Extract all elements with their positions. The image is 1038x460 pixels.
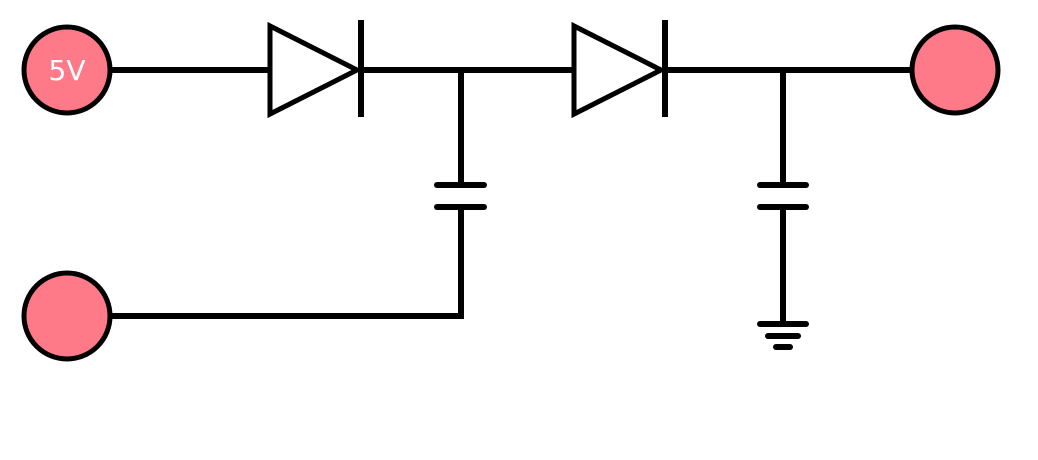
diode-icon [571,20,668,119]
terminal-input-label: 5V [49,54,86,87]
ground-symbol [757,321,809,350]
capacitor-icon [757,182,809,210]
capacitor-2 [757,182,809,210]
terminal-input: 5V [21,24,113,116]
diode-2 [571,20,668,119]
terminal-input-circle [21,24,113,116]
diode-icon [267,20,364,119]
wires [110,67,912,324]
diode-1 [267,20,364,119]
capacitor-icon [434,182,487,210]
capacitor-1 [434,182,487,210]
terminal-clock [21,270,113,362]
ground-icon [757,321,809,350]
terminal-output-circle [909,24,1001,116]
terminal-output [909,24,1001,116]
diode-2-triangle [571,21,667,119]
terminal-clock-circle [21,270,113,362]
diode-1-triangle [267,21,363,119]
